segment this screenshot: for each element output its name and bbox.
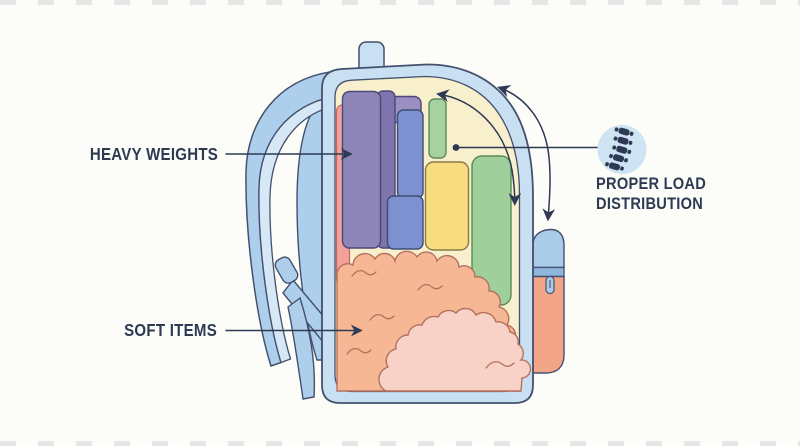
front-pocket [532,228,565,374]
proper-load-label-line1: PROPER LOAD [596,174,707,193]
strap-adjuster [274,256,299,284]
block-blue-upper [396,109,424,199]
shoulder-strap-inner [258,95,337,364]
block-yellow [424,161,470,251]
soft-items-label: SOFT ITEMS [124,320,217,340]
front-pocket-flap [532,228,565,269]
heavy-weights-label: HEAVY WEIGHTS [89,144,218,164]
outer-flow-arrow [497,85,556,222]
proper-load-label: PROPER LOAD DISTRIBUTION [596,174,706,213]
block-purple-main [341,90,382,249]
block-blue-lower [386,195,424,250]
edge-artifact-top [0,0,800,5]
soft-items-clouds [336,250,532,392]
cloud-fluff-line-front [485,361,515,369]
spine-icon [605,127,634,171]
proper-load-dot [452,144,460,151]
front-pocket-zip-band [532,266,565,278]
front-pocket-body [532,275,565,374]
soft-cloud-front [378,307,532,392]
block-green-small [428,98,447,159]
strap-tail [287,296,316,400]
edge-artifact-bottom [0,441,800,446]
proper-load-label-line2: DISTRIBUTION [596,193,704,213]
